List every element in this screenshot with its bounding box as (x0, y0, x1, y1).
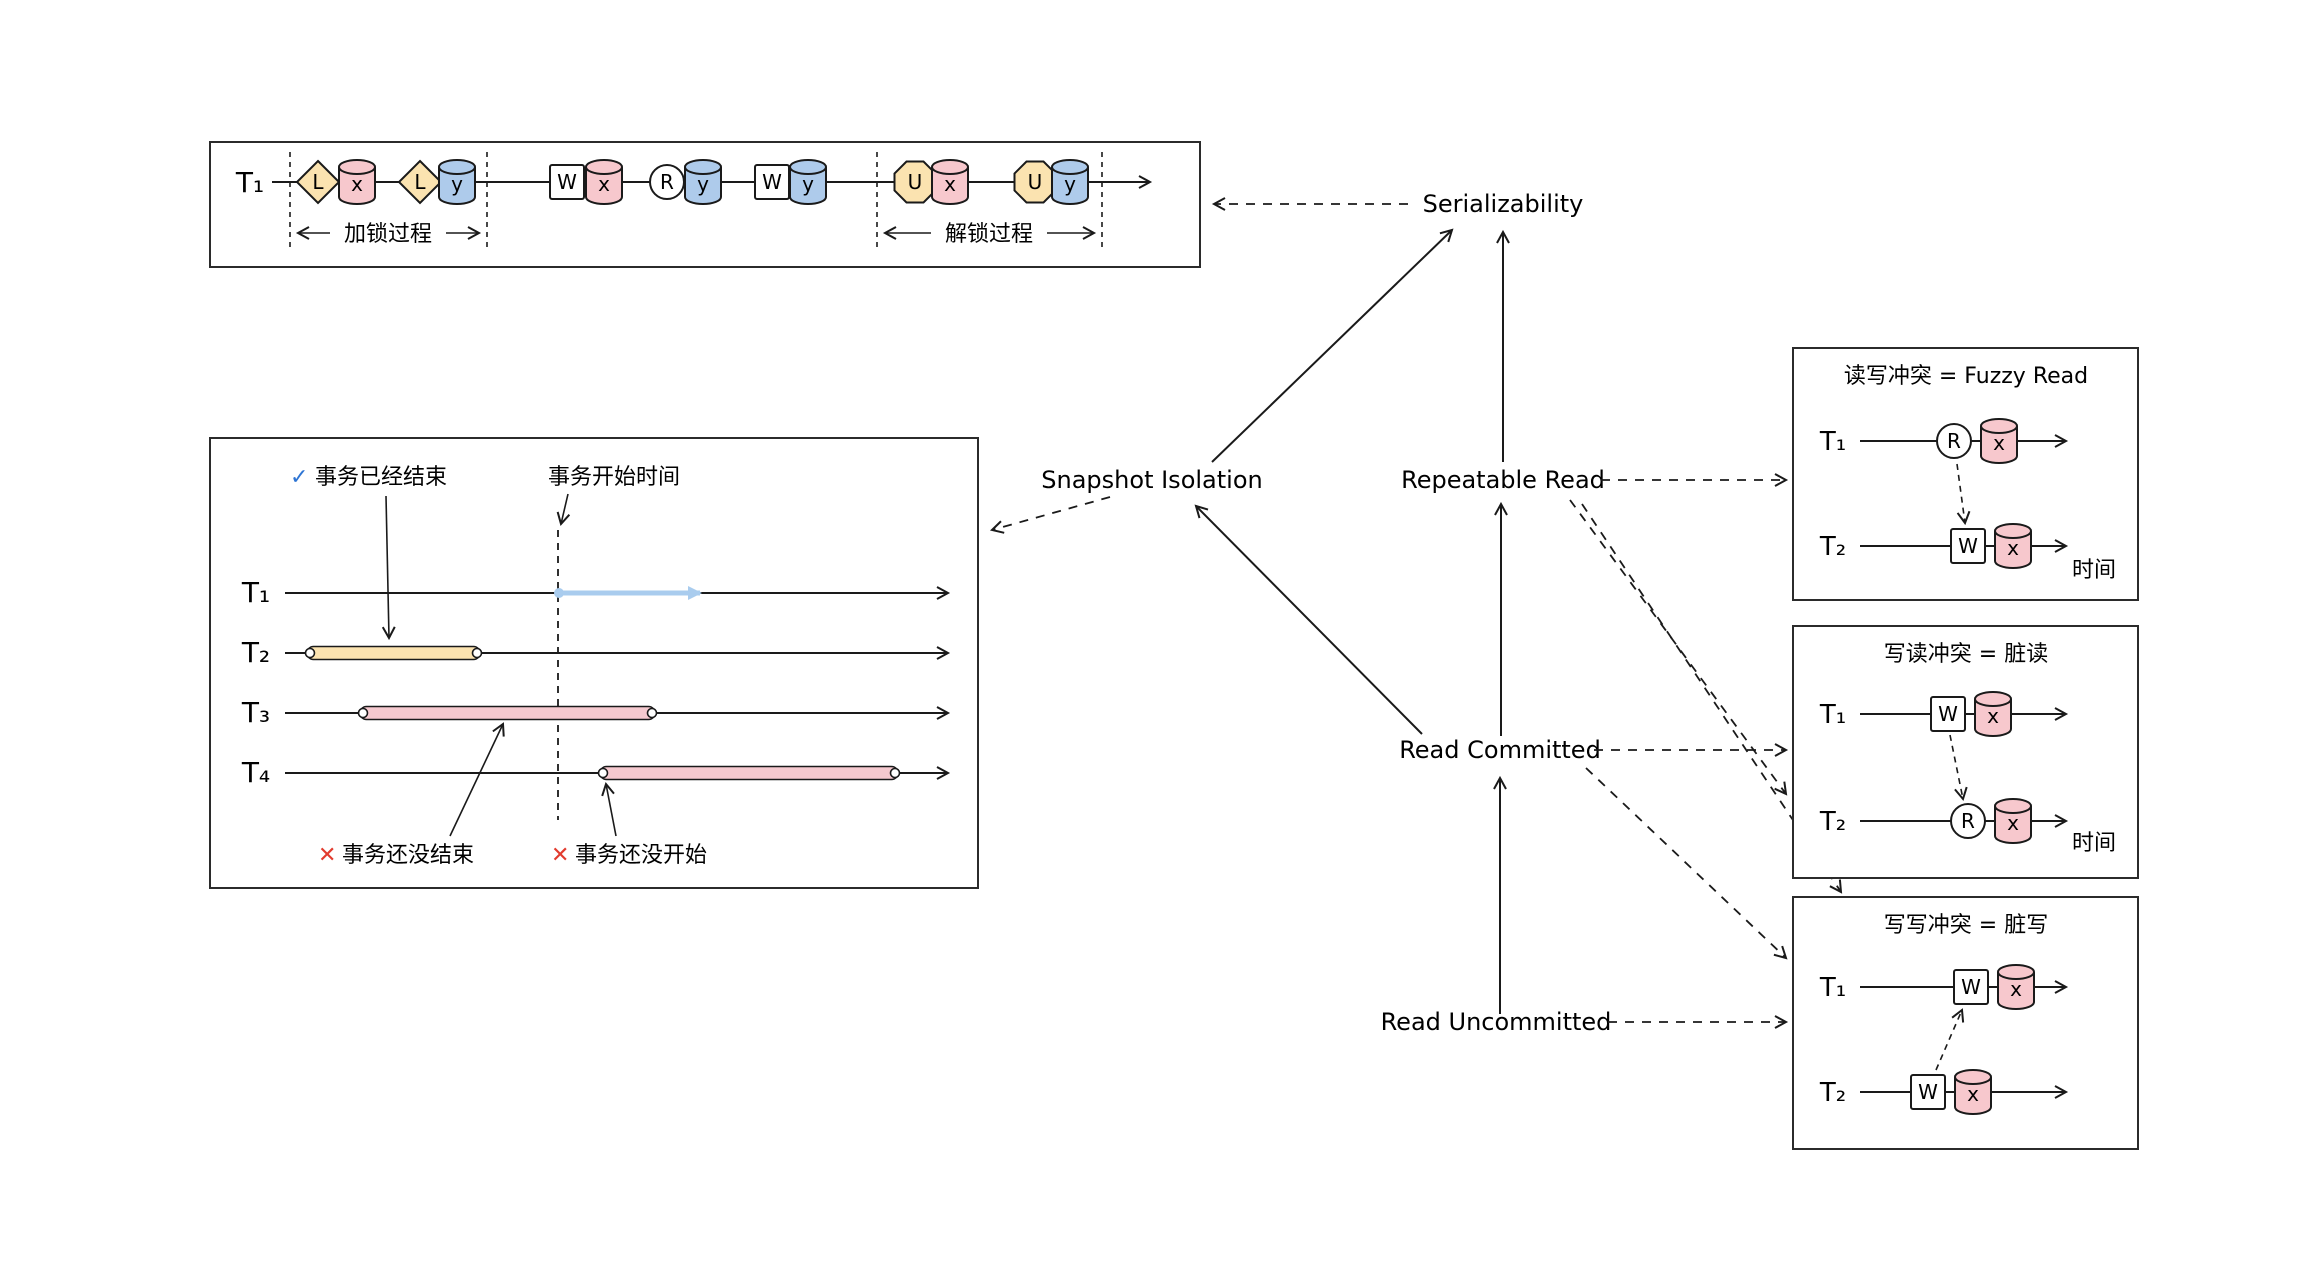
snapshot-isolation-label: Snapshot Isolation (1041, 466, 1262, 494)
dirty-write-t2-label: T₂ (1819, 1078, 1846, 1108)
dirty-read-time-label: 时间 (2072, 831, 2116, 856)
write-op-label: W (762, 170, 782, 194)
db-x-label: x (1967, 1082, 1979, 1106)
bar-endpoint (357, 707, 369, 719)
fuzzy-t1-label: T₁ (1819, 427, 1846, 457)
db-x-label: x (2007, 811, 2019, 835)
write-op-label: W (1961, 975, 1981, 999)
dirty-write-title: 写写冲突 = 脏写 (1884, 913, 2048, 938)
db-y-label: y (1064, 172, 1076, 196)
db-x-label: x (1993, 431, 2005, 455)
legend-not-started-label: 事务还没开始 (575, 843, 707, 868)
legend-start-time-label: 事务开始时间 (548, 465, 680, 490)
db-x-label: x (2007, 536, 2019, 560)
db-y-label: y (697, 172, 709, 196)
not-ended-pointer-arrow (449, 722, 505, 837)
t2-transaction-bar (306, 645, 481, 661)
arrow-si-to-serializability (1211, 228, 1454, 463)
conflict-box-dirty-read: 写读冲突 = 脏读 T₁ W x T₂ R x 时间 (1792, 625, 2139, 879)
fuzzy-t2-label: T₂ (1819, 532, 1846, 562)
row-t3-label: T₃ (241, 696, 270, 729)
db-x-label: x (944, 172, 956, 196)
locking-phase-label: 加锁过程 (344, 222, 432, 247)
legend-ended-label: 事务已经结束 (315, 465, 447, 490)
t4-transaction-bar (599, 765, 899, 781)
fuzzy-read-title: 读写冲突 = Fuzzy Read (1844, 364, 2088, 389)
lock-diagram: T₁ L x L y W x R y W y U x U y (209, 141, 1201, 268)
t1-start-dot (554, 588, 564, 598)
row-t4-label: T₄ (241, 756, 270, 789)
write-op-label: W (557, 170, 577, 194)
serializability-label: Serializability (1423, 190, 1584, 218)
db-x-label: x (1987, 704, 1999, 728)
write-op-label: W (1958, 534, 1978, 558)
bar-endpoint (646, 707, 658, 719)
dashed-si-to-snapshot-box (989, 496, 1111, 534)
write-op-label: W (1938, 702, 1958, 726)
db-x-label: x (351, 172, 363, 196)
dirty-write-t1-label: T₁ (1819, 973, 1846, 1003)
dirty-read-t1-label: T₁ (1819, 700, 1846, 730)
fuzzy-time-label: 时间 (2072, 558, 2116, 583)
write-op-label: W (1918, 1080, 1938, 1104)
t3-transaction-bar (359, 705, 656, 721)
repeatable-read-label: Repeatable Read (1401, 466, 1605, 494)
lock-op-label: L (414, 170, 426, 194)
bar-endpoint (889, 767, 901, 779)
row-t1-label: T₁ (241, 576, 270, 609)
conflict-box-dirty-write: 写写冲突 = 脏写 T₁ W x T₂ W x (1792, 896, 2139, 1150)
unlocking-phase-label: 解锁过程 (945, 222, 1033, 247)
db-y-label: y (802, 172, 814, 196)
start-time-pointer-arrow (556, 493, 571, 527)
ended-pointer-arrow (381, 495, 396, 641)
db-x-label: x (2010, 977, 2022, 1001)
snapshot-diagram: ✓ 事务已经结束 事务开始时间 T₁ T₂ T₃ T₄ ✕ 事务还没结束 ✕ 事… (209, 437, 979, 889)
bar-endpoint (471, 647, 483, 659)
cross-icon: ✕ (551, 843, 569, 868)
bar-endpoint (597, 767, 609, 779)
conflict-box-fuzzy-read: 读写冲突 = Fuzzy Read T₁ R x T₂ W x 时间 (1792, 347, 2139, 601)
dashed-rc-to-dirty-write (1585, 767, 1788, 960)
transaction-t1-label: T₁ (235, 166, 264, 199)
fuzzy-conflict-arrow (1956, 463, 1971, 526)
isolation-hierarchy: Serializability Snapshot Isolation Repea… (1041, 190, 1611, 1036)
lock-op-label: L (312, 170, 324, 194)
read-op-label: R (1961, 809, 1975, 833)
dashed-connections (989, 197, 1843, 1029)
unlock-op-label: U (1028, 170, 1043, 194)
arrow-rc-to-si (1194, 504, 1423, 735)
read-committed-label: Read Committed (1399, 736, 1601, 764)
dirty-read-t2-label: T₂ (1819, 807, 1846, 837)
dirty-read-title: 写读冲突 = 脏读 (1884, 642, 2048, 667)
db-x-label: x (598, 172, 610, 196)
read-op-label: R (1947, 429, 1961, 453)
check-icon: ✓ (290, 465, 308, 490)
cross-icon: ✕ (318, 843, 336, 868)
read-op-label: R (660, 170, 674, 194)
legend-not-ended-label: 事务还没结束 (342, 843, 474, 868)
row-t2-label: T₂ (241, 636, 270, 669)
db-y-label: y (451, 172, 463, 196)
bar-endpoint (304, 647, 316, 659)
snapshot-diagram-border (209, 437, 979, 889)
unlock-op-label: U (908, 170, 923, 194)
not-started-pointer-arrow (601, 781, 617, 837)
read-uncommitted-label: Read Uncommitted (1381, 1008, 1612, 1036)
